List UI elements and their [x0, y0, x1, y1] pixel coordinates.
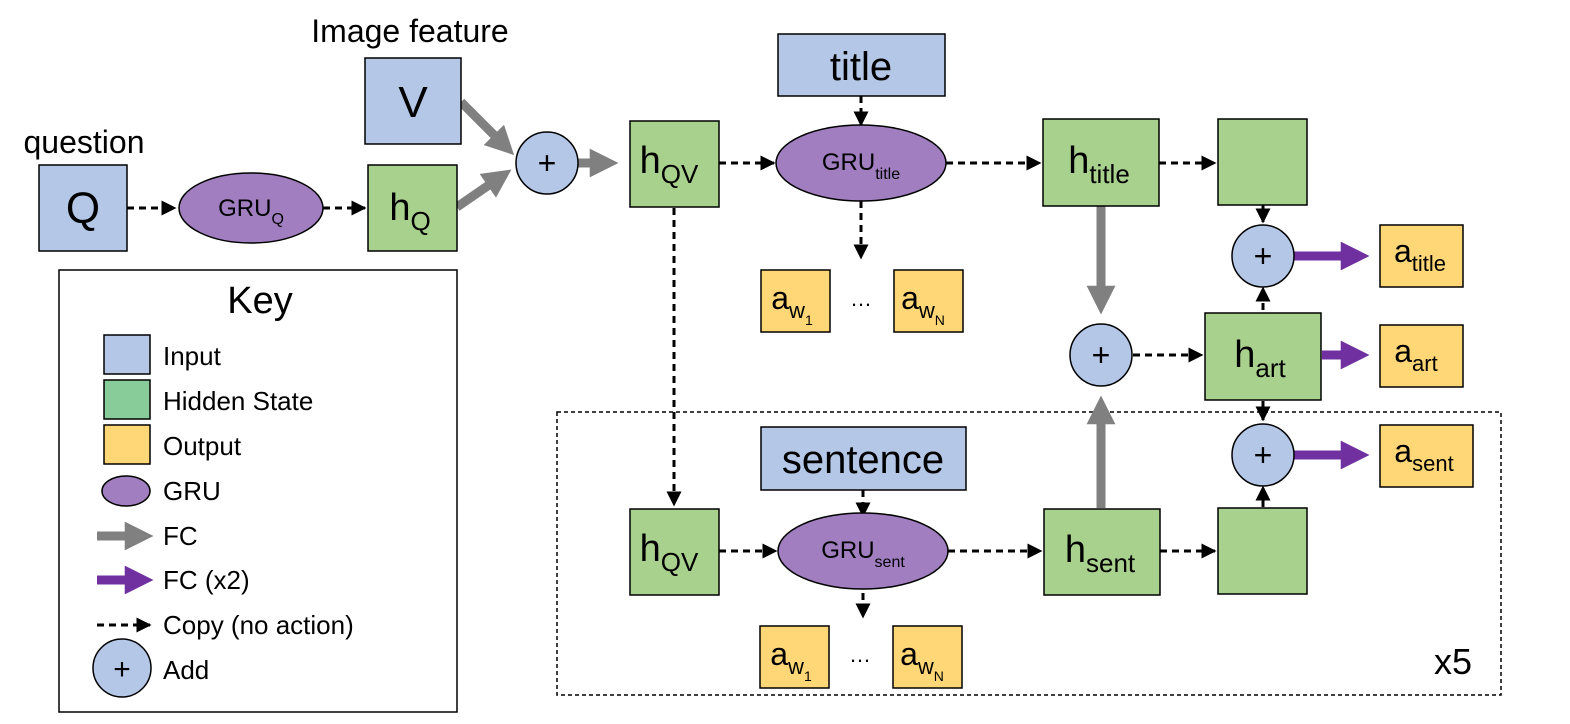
- legend: Key Input Hidden State Output GRU FC FC …: [58, 269, 458, 713]
- word-output-last-bottom: awN: [892, 625, 963, 689]
- legend-output-label: Output: [163, 431, 242, 461]
- hidden-q-node: hQ: [367, 164, 458, 252]
- hidden-title-node: htitle: [1042, 118, 1160, 207]
- hidden-sent-label: hsent: [1065, 529, 1136, 578]
- legend-input-label: Input: [163, 341, 222, 371]
- sentence-repeat-region: [556, 411, 1502, 696]
- add-node-sent: +: [1231, 423, 1295, 487]
- legend-hidden-label: Hidden State: [163, 386, 313, 416]
- word-output-first-bottom-label: aw1: [770, 636, 812, 684]
- legend-input-swatch: [103, 334, 151, 375]
- hidden-qv-bottom-node: hQV: [629, 508, 720, 596]
- word-output-first-top: aw1: [760, 269, 831, 333]
- word-output-first-top-label: aw1: [771, 280, 813, 328]
- add-node-qv: +: [515, 131, 579, 195]
- add-art-symbol: +: [1092, 337, 1111, 373]
- arrows: [127, 96, 1370, 619]
- word-output-first-bottom: aw1: [759, 625, 830, 689]
- question-input-label: Q: [66, 184, 100, 233]
- word-output-last-bottom-label: awN: [900, 636, 944, 684]
- legend-add-label: Add: [163, 655, 209, 685]
- sentence-output-node: asent: [1379, 424, 1474, 488]
- fc-arrow-hq-to-add: [454, 169, 512, 211]
- gru-q-node: GRUQ: [178, 172, 324, 244]
- question-input-node: Q: [38, 164, 128, 252]
- hidden-qv-bottom-label: hQV: [640, 528, 699, 577]
- legend-gru-swatch: [101, 475, 151, 507]
- image-input-node: V: [364, 57, 462, 145]
- hidden-qv-top-node: hQV: [629, 120, 720, 208]
- question-label: question: [24, 124, 145, 160]
- image-feature-label: Image feature: [311, 13, 508, 49]
- hidden-q-label: hQ: [389, 187, 430, 236]
- gru-title-label: GRUtitle: [822, 149, 900, 183]
- sentence-output-label: asent: [1394, 433, 1453, 476]
- legend-copy-label: Copy (no action): [163, 610, 354, 640]
- title-output-label: atitle: [1394, 233, 1446, 276]
- add-title-symbol: +: [1254, 238, 1273, 274]
- legend-gru-label: GRU: [163, 476, 221, 506]
- hidden-art-node: hart: [1204, 312, 1322, 401]
- image-input-label: V: [398, 78, 428, 127]
- title-input-node: title: [777, 33, 946, 97]
- legend-add-swatch: [92, 638, 152, 698]
- legend-title: Key: [227, 280, 292, 322]
- word-outputs-ellipsis-top: …: [850, 286, 872, 311]
- add-node-art: +: [1069, 323, 1133, 387]
- gru-q-label: GRUQ: [218, 195, 284, 228]
- article-output-node: aart: [1379, 324, 1464, 388]
- gru-sent-label: GRUsent: [821, 537, 905, 571]
- hidden-qv-top-label: hQV: [640, 140, 699, 189]
- title-aux-hidden-node: [1217, 118, 1308, 206]
- word-outputs-ellipsis-bottom: …: [849, 642, 871, 667]
- sentence-input-node: sentence: [760, 426, 967, 491]
- word-output-last-top: awN: [893, 269, 964, 333]
- repeat-count-label: x5: [1434, 641, 1472, 682]
- title-input-label: title: [830, 45, 892, 89]
- sentence-input-label: sentence: [782, 438, 944, 482]
- title-output-node: atitle: [1379, 224, 1464, 288]
- legend-fc-label: FC: [163, 521, 198, 551]
- hidden-title-label: htitle: [1068, 140, 1130, 189]
- sentence-aux-hidden-node: [1217, 507, 1308, 595]
- add-node-title: +: [1231, 224, 1295, 288]
- gru-sent-node: GRUsent: [777, 512, 949, 590]
- add-sent-symbol: +: [1254, 437, 1273, 473]
- legend-hidden-swatch: [103, 379, 151, 420]
- legend-fc2-label: FC (x2): [163, 565, 250, 595]
- hidden-sent-node: hsent: [1043, 508, 1161, 596]
- fc-arrow-v-to-add: [457, 98, 515, 156]
- article-output-label: aart: [1394, 333, 1437, 376]
- legend-add-symbol: +: [113, 653, 131, 686]
- word-output-last-top-label: awN: [901, 280, 945, 328]
- add-qv-symbol: +: [538, 145, 557, 181]
- legend-output-swatch: [103, 424, 151, 465]
- hidden-art-label: hart: [1234, 334, 1286, 383]
- gru-title-node: GRUtitle: [775, 124, 947, 202]
